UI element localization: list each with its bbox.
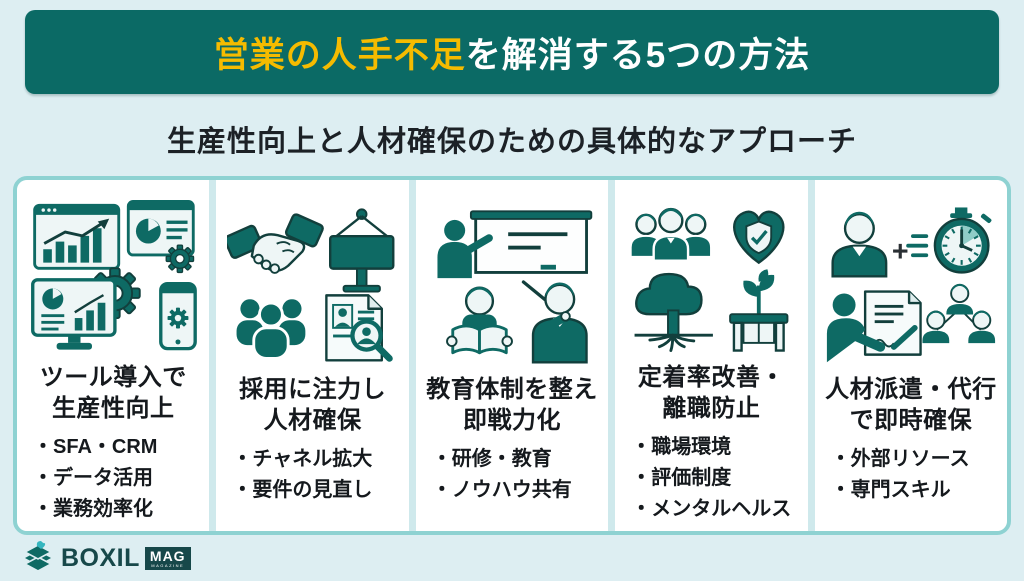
card-outsourcing-illustration: +	[825, 194, 997, 370]
flame-icon	[36, 541, 46, 549]
plant-bench-icon	[729, 269, 789, 352]
card-heading: 教育体制を整え 即戦力化	[426, 376, 598, 435]
plus-sign: +	[892, 236, 909, 268]
smartphone-gear-icon	[159, 281, 198, 351]
bullet-item: ・業務効率化	[33, 498, 153, 521]
whiteboard-presenter-icon	[437, 210, 593, 279]
teacher-pointer-icon	[521, 280, 588, 364]
card-education-illustration	[426, 194, 598, 370]
bullet-item: ・要件の見直し	[232, 479, 373, 502]
education-illustration	[437, 210, 593, 364]
rooted-tree-icon	[634, 272, 714, 352]
retention-illustration	[630, 207, 789, 352]
page-title: 営業の人手不足を解消する5つの方法	[214, 27, 810, 78]
pie-report-window-icon	[127, 200, 195, 257]
bullet-item: ・ノウハウ共有	[431, 479, 572, 502]
team-network-icon	[922, 283, 995, 344]
card-bullets: ・チャネル拡大 ・要件の見直し	[222, 444, 372, 506]
monitor-analytics-icon	[31, 278, 117, 350]
title-banner: 営業の人手不足を解消する5つの方法	[25, 10, 999, 94]
gear-icon	[165, 244, 195, 274]
bullet-item: ・評価制度	[631, 467, 732, 490]
card-bullets: ・職場環境 ・評価制度 ・メンタルヘルス	[621, 432, 791, 525]
bullet-item: ・外部リソース	[830, 448, 970, 471]
handshake-icon	[226, 213, 324, 274]
card-heading: 採用に注力し 人材確保	[239, 376, 387, 435]
card-recruiting: 採用に注力し 人材確保 ・チャネル拡大 ・要件の見直し	[216, 180, 409, 531]
people-group-icon	[236, 299, 305, 360]
card-education: 教育体制を整え 即戦力化 ・研修・教育 ・ノウハウ共有	[415, 180, 609, 531]
card-recruiting-illustration	[226, 194, 399, 370]
bullet-item: ・研修・教育	[431, 448, 552, 471]
cards-container: ツール導入で 生産性向上 ・SFA・CRM ・データ活用 ・業務効率化	[13, 176, 1011, 535]
card-retention-illustration	[625, 194, 797, 358]
card-bullets: ・研修・教育 ・ノウハウ共有	[422, 444, 572, 506]
brand-badge: MAG MAGAZINE	[144, 546, 191, 570]
card-tools-productivity: ツール導入で 生産性向上 ・SFA・CRM ・データ活用 ・業務効率化	[17, 180, 210, 531]
bullet-item: ・データ活用	[33, 467, 153, 490]
page-title-highlight: 営業の人手不足	[213, 35, 466, 75]
resume-search-icon	[324, 294, 393, 362]
card-heading: 定着率改善・ 離職防止	[637, 364, 785, 423]
bullet-item: ・チャネル拡大	[232, 448, 373, 471]
contract-signing-icon	[826, 290, 922, 363]
page-title-rest: を解消する5つの方法	[465, 35, 811, 75]
brand-badge-subtext: MAGAZINE	[151, 562, 185, 568]
analytics-tools-illustration	[31, 200, 198, 351]
businessman-icon	[831, 211, 888, 278]
card-retention: 定着率改善・ 離職防止 ・職場環境 ・評価制度 ・メンタルヘルス	[615, 180, 808, 531]
card-outsourcing: +	[814, 180, 1007, 531]
card-bullets: ・外部リソース ・専門スキル	[821, 444, 970, 506]
bar-chart-window-icon	[33, 203, 121, 270]
outsourcing-illustration: +	[826, 207, 995, 363]
bullet-item: ・専門スキル	[830, 479, 951, 502]
brand-badge-text: MAG	[149, 547, 186, 564]
heart-shield-icon	[733, 210, 785, 265]
reading-student-icon	[446, 286, 513, 355]
signboard-icon	[328, 208, 395, 293]
card-heading: 人材派遣・代行 で即時確保	[825, 376, 997, 435]
brand-name: BOXIL	[61, 543, 140, 572]
card-heading: ツール導入で 生産性向上	[39, 364, 187, 423]
bullet-item: ・職場環境	[631, 436, 732, 459]
bullet-item: ・メンタルヘルス	[631, 498, 792, 521]
brand-logo: BOXIL MAG MAGAZINE	[20, 541, 191, 575]
business-team-icon	[630, 207, 713, 262]
page-subtitle: 生産性向上と人材確保のための具体的なアプローチ	[166, 126, 857, 158]
card-tools-illustration	[27, 194, 199, 358]
recruiting-illustration	[226, 208, 395, 362]
boxil-layers-icon	[23, 541, 53, 572]
card-bullets: ・SFA・CRM ・データ活用 ・業務効率化	[23, 432, 157, 525]
stopwatch-icon	[906, 207, 992, 274]
bullet-item: ・SFA・CRM	[33, 436, 158, 459]
